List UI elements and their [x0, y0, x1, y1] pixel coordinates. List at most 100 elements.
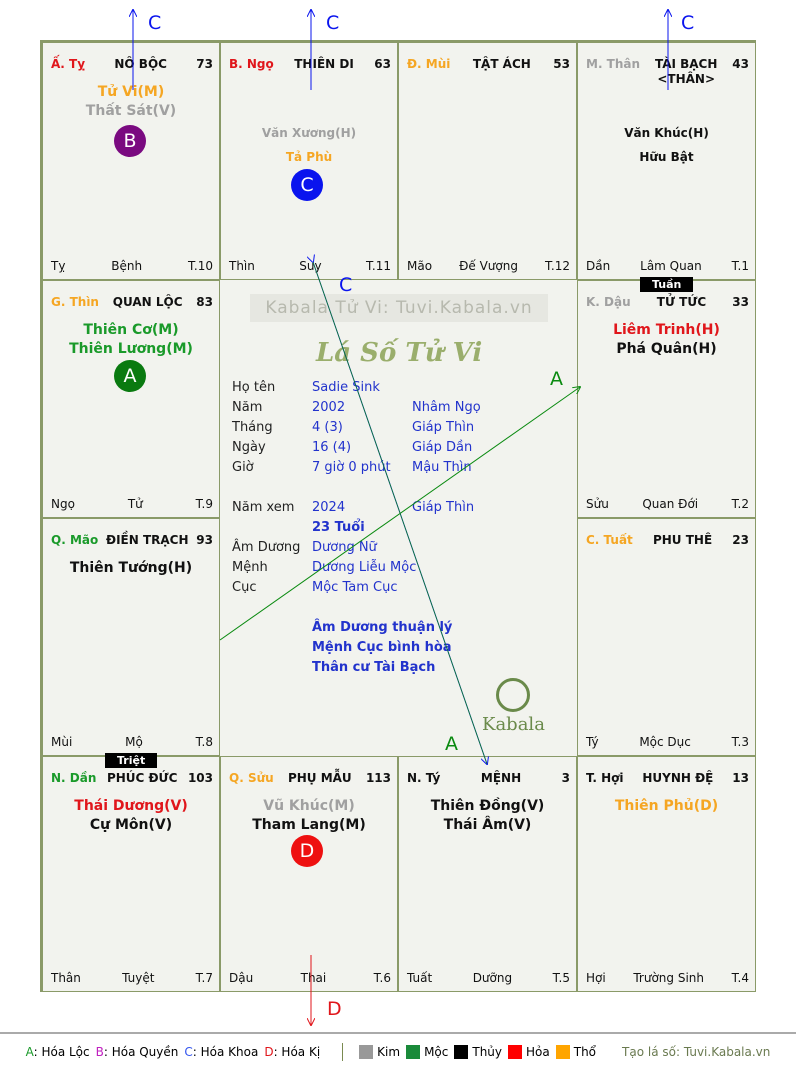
triet-tag: Triệt: [105, 753, 158, 768]
month: T.10: [187, 259, 213, 273]
branch: Tý: [586, 735, 599, 749]
color-swatch: [406, 1045, 421, 1060]
credit: Tạo lá số: Tuvi.Kabala.vn: [622, 1045, 771, 1059]
month: T.6: [373, 971, 391, 985]
age-number: 63: [374, 57, 391, 71]
branch: Thìn: [229, 259, 255, 273]
branch: Sửu: [586, 497, 609, 511]
watermark: Kabala Tử Vi: Tuvi.Kabala.vn: [250, 294, 548, 322]
life-stage: Suy: [299, 259, 322, 273]
age-number: 13: [732, 771, 749, 785]
star-list: Thái Dương(V) Cự Môn(V): [43, 797, 219, 835]
star: Phá Quân(H): [616, 341, 717, 357]
star: Hữu Bật: [639, 150, 694, 164]
chart-logo: Lá Số Tử Vi: [316, 338, 483, 368]
branch: Mùi: [51, 735, 73, 749]
color-swatch: [454, 1045, 469, 1060]
star-list: Văn Xương(H) Tả Phù: [221, 121, 397, 169]
can-chi: K. Dậu: [586, 295, 631, 309]
age-number: 53: [553, 57, 570, 71]
legend-element-item: Thổ: [555, 1045, 596, 1060]
age-number: 103: [187, 771, 213, 785]
star: Cự Môn(V): [89, 817, 173, 833]
hoa-quyen-badge: B: [114, 125, 146, 157]
life-stage: Đế Vượng: [459, 259, 518, 273]
age-number: 23: [732, 533, 749, 547]
star: Văn Xương(H): [261, 126, 357, 140]
kabala-logo: Kabala: [482, 678, 545, 735]
legend-hoa-item: D: Hóa Kị: [264, 1045, 321, 1059]
can-chi: N. Dần: [51, 771, 97, 785]
star: Thiên Tướng(H): [69, 560, 193, 576]
palace-name: ĐIỀN TRẠCH: [106, 533, 189, 547]
month: T.9: [195, 497, 213, 511]
color-swatch: [555, 1045, 570, 1060]
branch: Thân: [51, 971, 81, 985]
month: T.4: [731, 971, 749, 985]
can-chi: G. Thìn: [51, 295, 99, 309]
life-stage: Trường Sinh: [633, 971, 704, 985]
month: T.11: [365, 259, 391, 273]
star-list: Tử Vi(M)Thất Sát(V): [43, 83, 219, 121]
legend-hoa-item: A: Hóa Lộc: [25, 1045, 90, 1059]
month: T.7: [195, 971, 213, 985]
arrow-label-d: D: [327, 998, 342, 1020]
branch: Mão: [407, 259, 433, 273]
life-stage: Lâm Quan: [640, 259, 702, 273]
arrow-label-c: C: [326, 12, 339, 34]
center-info-panel: Kabala Tử Vi: Tuvi.Kabala.vn Lá Số Tử Vi…: [220, 280, 578, 756]
palace-name: TÀI BẠCH <THÂN>: [654, 57, 718, 86]
star: Thiên Lương(M): [69, 341, 193, 357]
life-stage: Mộc Dục: [639, 735, 691, 749]
arrow-label-c: C: [148, 12, 161, 34]
star: Thái Dương(V): [74, 798, 188, 814]
life-stage: Quan Đới: [642, 497, 699, 511]
can-chi: C. Tuất: [586, 533, 633, 547]
palace-name: QUAN LỘC: [112, 295, 183, 309]
branch: Dậu: [229, 971, 254, 985]
star: Thiên Đồng(V): [430, 798, 545, 814]
branch: Hợi: [586, 971, 606, 985]
color-swatch: [508, 1045, 523, 1060]
month: T.8: [195, 735, 213, 749]
life-stage: Bệnh: [111, 259, 143, 273]
palace-name: NÔ BỘC: [114, 57, 167, 71]
life-stage: Mộ: [125, 735, 143, 749]
can-chi: Ấ. Tỵ: [51, 57, 86, 71]
can-chi: Q. Mão: [51, 533, 99, 547]
age-number: 113: [365, 771, 391, 785]
star-list: Thiên Tướng(H): [43, 559, 219, 578]
star: Tả Phù: [285, 150, 333, 164]
palace-name: PHU THÊ: [652, 533, 713, 547]
life-stage: Tử: [127, 497, 143, 511]
star: Văn Khúc(H): [624, 126, 709, 140]
month: T.5: [552, 971, 570, 985]
age-number: 43: [732, 57, 749, 71]
palace-name: THIÊN DI: [294, 57, 354, 71]
branch: Tuất: [407, 971, 433, 985]
age-number: 73: [196, 57, 213, 71]
palace-name: PHỤ MẪU: [287, 771, 352, 785]
star: Thất Sát(V): [85, 103, 177, 119]
star-list: Thiên Phủ(D): [578, 797, 755, 816]
